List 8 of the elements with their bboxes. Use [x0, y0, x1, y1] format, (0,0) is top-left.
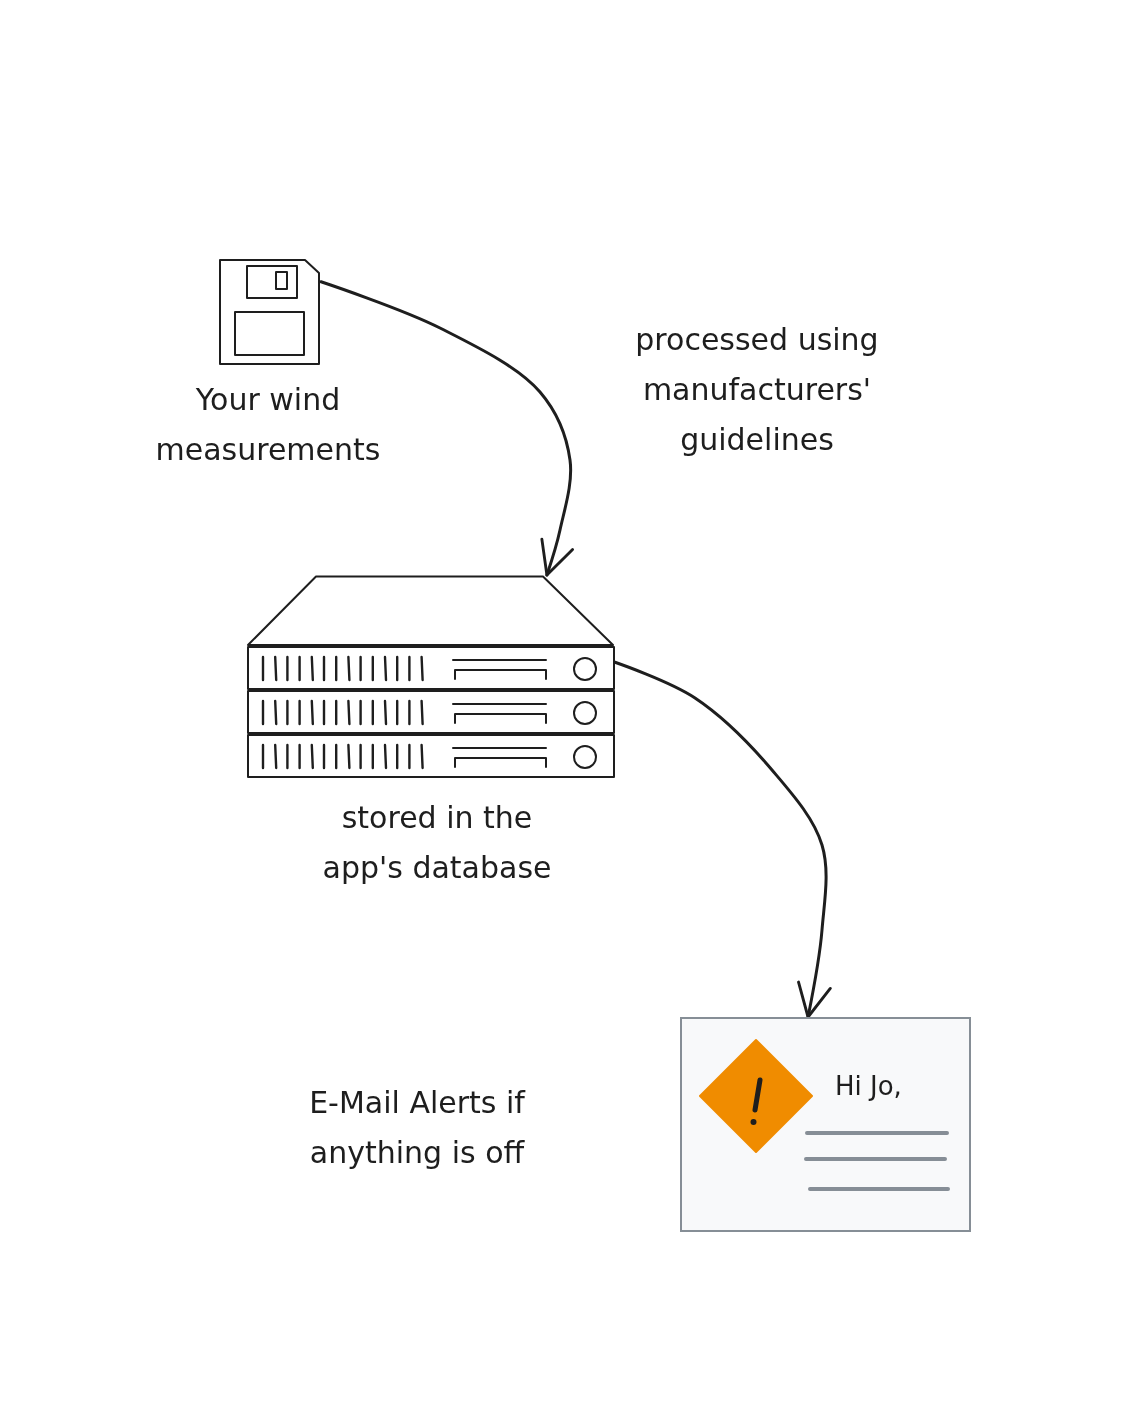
arrow	[319, 280, 574, 577]
note-text: E-Mail Alerts if anything is off	[308, 1084, 527, 1172]
email-card	[680, 1017, 971, 1232]
greeting-text: Hi Jo,	[835, 1071, 902, 1103]
server-rack-drawing	[247, 575, 615, 778]
node-label: Your wind measurements	[154, 381, 382, 469]
floppy-disk-drawing	[218, 258, 321, 366]
node-label: stored in the app's database	[321, 799, 553, 887]
